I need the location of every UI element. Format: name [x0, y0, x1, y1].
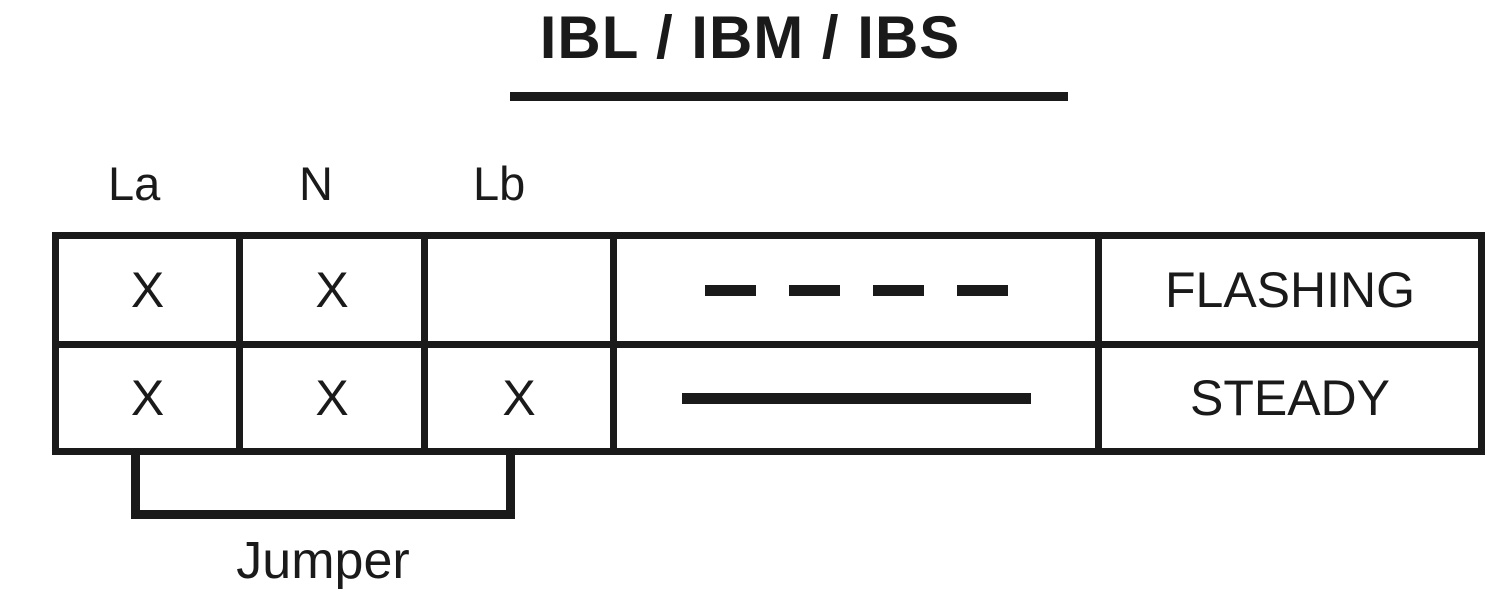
status-label-row1: FLASHING: [1164, 262, 1416, 318]
jumper-bracket-leg-right: [506, 455, 515, 519]
column-header-lb: Lb: [473, 157, 526, 210]
status-label-row2: STEADY: [1189, 370, 1391, 426]
solid-line-icon: [681, 392, 1031, 404]
table-row: [428, 239, 610, 341]
dashed-line-icon: [704, 284, 1008, 296]
table-row: FLASHING: [1102, 239, 1478, 341]
diagram-title: IBL / IBM / IBS: [0, 8, 1500, 68]
cell-mark-la-row2: X: [130, 370, 165, 426]
table-border-bottom: [52, 448, 1485, 455]
table-row: STEADY: [1102, 348, 1478, 448]
table-row-divider: [52, 341, 1485, 348]
table-border-top: [52, 232, 1485, 239]
table-row: X: [243, 348, 421, 448]
table-column-divider-1: [236, 232, 243, 455]
cell-mark-la-row1: X: [130, 262, 165, 318]
dash-segment: [956, 284, 1008, 296]
title-underline-rule: [510, 92, 1068, 101]
dash-segment: [704, 284, 756, 296]
title-text: IBL / IBM / IBS: [539, 4, 961, 71]
table-border-left: [52, 232, 59, 455]
column-header-la: La: [108, 157, 161, 210]
jumper-bracket-base: [131, 510, 515, 519]
cell-mark-lb-row2: X: [502, 370, 536, 426]
cell-mark-n-row2: X: [315, 370, 349, 426]
dash-segment: [872, 284, 924, 296]
table-row: [617, 239, 1095, 341]
table-row: X: [428, 348, 610, 448]
dash-segment: [788, 284, 840, 296]
cell-mark-n-row1: X: [315, 262, 349, 318]
jumper-label: Jumper: [236, 532, 410, 590]
table-row: X: [243, 239, 421, 341]
jumper-bracket-leg-left: [131, 455, 140, 519]
table-column-divider-3: [610, 232, 617, 455]
wiring-table: X X FLASHING X X X STEADY: [52, 232, 1485, 455]
table-column-divider-2: [421, 232, 428, 455]
table-row: [617, 348, 1095, 448]
table-column-divider-4: [1095, 232, 1102, 455]
table-row: X: [59, 348, 236, 448]
jumper-bracket: [131, 455, 515, 519]
table-row: X: [59, 239, 236, 341]
table-border-right: [1478, 232, 1485, 455]
column-header-n: N: [299, 157, 333, 210]
